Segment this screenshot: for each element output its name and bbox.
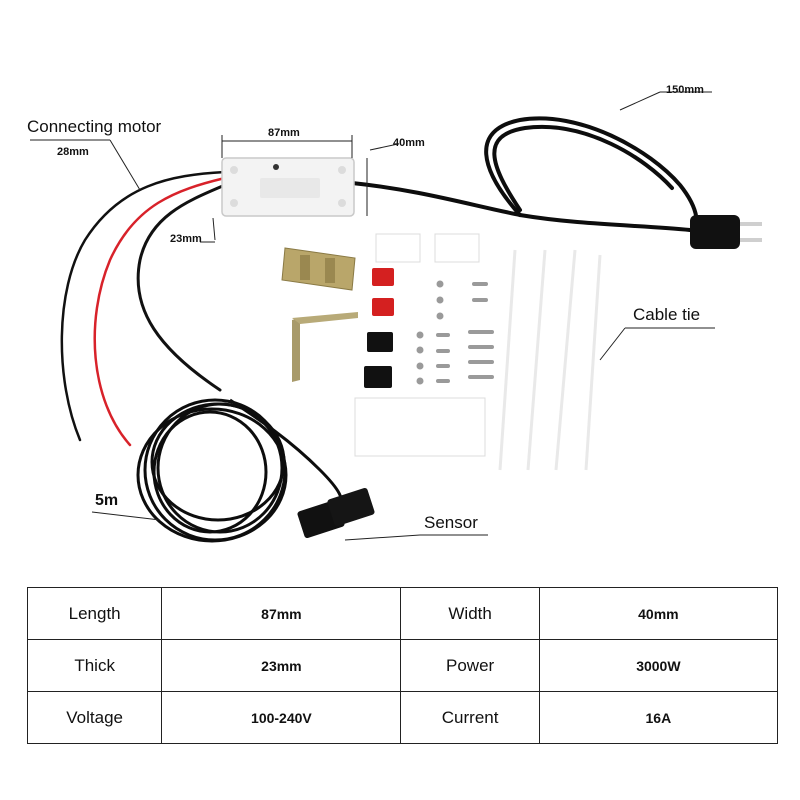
label-28mm: 28mm <box>57 146 89 158</box>
magnetic-sensor <box>297 487 375 539</box>
label-5m: 5m <box>95 492 119 509</box>
spec-key: Current <box>400 691 540 744</box>
spec-value: 87mm <box>161 587 402 640</box>
switch-module <box>221 157 355 217</box>
table-row: Thick 23mm Power 3000W <box>26 639 779 692</box>
spec-key: Width <box>400 587 540 640</box>
mounting-bracket <box>281 247 356 291</box>
power-plug <box>690 215 762 249</box>
screws <box>416 280 494 385</box>
spec-value: 3000W <box>538 639 779 692</box>
label-23mm: 23mm <box>170 233 202 245</box>
spec-value: 100-240V <box>161 691 402 744</box>
small-parts <box>364 268 394 388</box>
label-40mm: 40mm <box>393 137 425 149</box>
power-cord <box>350 116 699 232</box>
spec-key: Voltage <box>26 691 163 744</box>
spec-value: 40mm <box>538 587 779 640</box>
motor-leads <box>60 170 227 447</box>
label-connecting-motor: Connecting motor <box>27 117 162 136</box>
sensor-cable-coil <box>136 398 344 543</box>
product-photo <box>30 91 762 543</box>
spec-value: 16A <box>538 691 779 744</box>
label-87mm: 87mm <box>268 127 300 139</box>
label-cable-tie: Cable tie <box>633 305 701 324</box>
cable-ties <box>498 249 602 471</box>
spec-value: 23mm <box>161 639 402 692</box>
dimension-lines <box>30 91 715 541</box>
spec-key: Thick <box>26 639 163 692</box>
l-bracket <box>292 312 358 382</box>
label-sensor: Sensor <box>424 513 478 532</box>
spec-table: Length 87mm Width 40mm Thick 23mm Power … <box>26 587 779 744</box>
table-row: Voltage 100-240V Current 16A <box>26 691 779 744</box>
spec-key: Length <box>26 587 163 640</box>
table-row: Length 87mm Width 40mm <box>26 587 779 640</box>
label-150mm: 150mm <box>666 84 704 96</box>
spec-key: Power <box>400 639 540 692</box>
adhesive-pads <box>354 233 486 457</box>
